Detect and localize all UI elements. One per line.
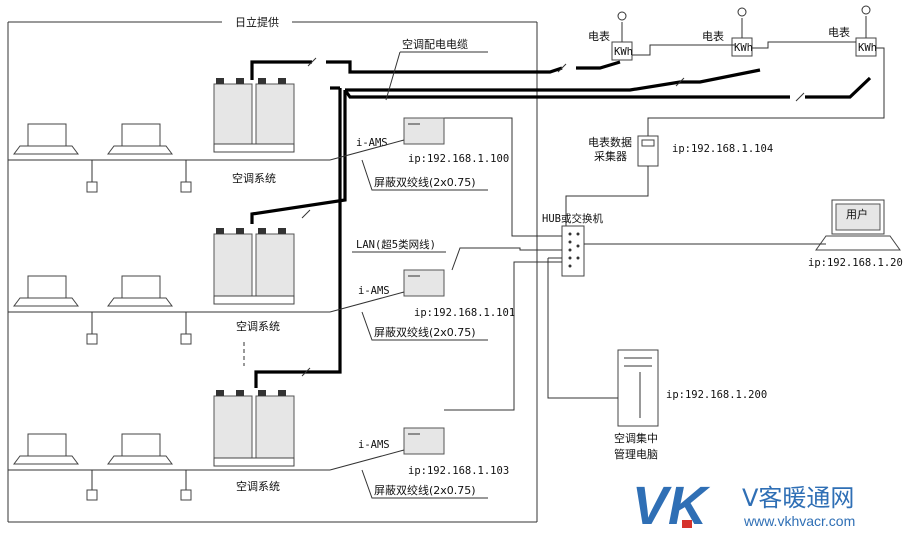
meter-label: 电表 — [702, 29, 724, 43]
iams-unit-3: i-AMS ip:192.168.1.103 屏蔽双绞线(2x0.75) — [329, 427, 509, 499]
watermark: VK V客暖通网 www.vkhvacr.com — [632, 476, 855, 536]
ac-system-label: 空调系统 — [236, 319, 280, 333]
watermark-name: V客暖通网 — [742, 484, 854, 512]
meter-3: KWh 电表 — [828, 5, 877, 57]
kwh-label: KWh — [614, 46, 633, 58]
iams-label: i-AMS — [358, 285, 390, 297]
watermark-url: www.vkhvacr.com — [743, 513, 855, 529]
user-laptop: 用户 ip:192.168.1.201 — [584, 199, 904, 269]
hub-switch: HUB或交换机 — [542, 212, 603, 277]
management-server: ip:192.168.1.200 空调集中 管理电脑 — [547, 257, 767, 461]
ac-system-label: 空调系统 — [232, 171, 276, 185]
user-label: 用户 — [846, 207, 868, 221]
watermark-logo-accent — [682, 520, 692, 528]
meter-label: 电表 — [828, 25, 850, 39]
user-ip: ip:192.168.1.201 — [808, 257, 904, 269]
server-ip: ip:192.168.1.200 — [666, 389, 767, 401]
ac-system-row-1: 空调系统 — [8, 78, 330, 193]
iams-ip: ip:192.168.1.103 — [408, 465, 509, 477]
watermark-logo: VK — [632, 476, 711, 536]
meter-data-bus — [632, 41, 885, 136]
lan-cable-label: LAN(超5类网线) — [356, 238, 436, 251]
power-cables — [250, 57, 872, 388]
server-label-line1: 空调集中 — [614, 431, 658, 445]
iams-label: i-AMS — [358, 439, 390, 451]
shielded-cable-label: 屏蔽双绞线(2x0.75) — [374, 483, 476, 497]
meter-data-collector: 电表数据 采集器 ip:192.168.1.104 — [565, 135, 773, 226]
iams-label: i-AMS — [356, 137, 388, 149]
ac-system-row-2: 空调系统 — [8, 228, 330, 366]
collector-ip: ip:192.168.1.104 — [672, 143, 773, 155]
kwh-label: KWh — [734, 42, 753, 54]
server-label-line2: 管理电脑 — [614, 447, 658, 461]
collector-label-line1: 电表数据 — [588, 135, 632, 149]
lan-links — [444, 117, 562, 411]
shielded-cable-label: 屏蔽双绞线(2x0.75) — [374, 325, 476, 339]
iams-unit-2: i-AMS ip:192.168.1.101 LAN(超5类网线) 屏蔽双绞线(… — [329, 238, 515, 341]
ac-system-label: 空调系统 — [236, 479, 280, 493]
collector-label-line2: 采集器 — [594, 149, 627, 163]
ac-system-row-3: 空调系统 — [8, 390, 330, 501]
hitachi-provided-label: 日立提供 — [235, 15, 279, 29]
shielded-cable-label: 屏蔽双绞线(2x0.75) — [374, 175, 476, 189]
meter-1: KWh 电表 — [588, 11, 633, 61]
ac-power-cable-label: 空调配电电缆 — [402, 37, 468, 51]
hub-label: HUB或交换机 — [542, 212, 603, 225]
hitachi-scope-frame: 日立提供 — [7, 15, 538, 523]
iams-ip: ip:192.168.1.101 — [414, 307, 515, 319]
meter-label: 电表 — [588, 29, 610, 43]
iams-ip: ip:192.168.1.100 — [408, 153, 509, 165]
meter-2: KWh 电表 — [702, 7, 753, 57]
iams-unit-1: i-AMS ip:192.168.1.100 屏蔽双绞线(2x0.75) — [329, 117, 509, 191]
ac-power-cable-callout: 空调配电电缆 — [385, 37, 488, 101]
kwh-label: KWh — [858, 42, 877, 54]
